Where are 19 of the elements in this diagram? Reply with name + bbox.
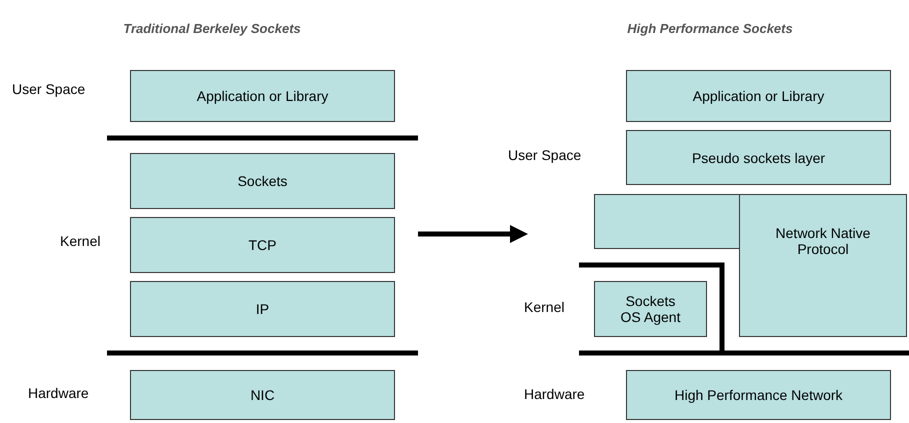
layer-label: Hardware	[28, 385, 89, 401]
layer-box: TCP	[130, 217, 395, 273]
layer-box: Sockets OS Agent	[594, 281, 707, 337]
layer-box: High Performance Network	[626, 370, 891, 420]
section-title: Traditional Berkeley Sockets	[123, 21, 301, 36]
layer-label: Kernel	[60, 233, 100, 249]
layer-box: IP	[130, 281, 395, 337]
layer-box: Sockets	[130, 153, 395, 209]
layer-box: Pseudo sockets layer	[626, 130, 891, 185]
layer-label: Hardware	[524, 386, 585, 402]
layer-box: NIC	[130, 370, 395, 420]
section-title: High Performance Sockets	[627, 21, 793, 36]
empty-box	[594, 194, 740, 249]
layer-box: Network Native Protocol	[739, 194, 907, 337]
layer-label: User Space	[12, 81, 86, 97]
layer-box: Application or Library	[626, 70, 891, 122]
layer-label: Kernel	[524, 299, 564, 315]
layer-box: Application or Library	[130, 70, 395, 122]
layer-label: User Space	[508, 147, 582, 163]
